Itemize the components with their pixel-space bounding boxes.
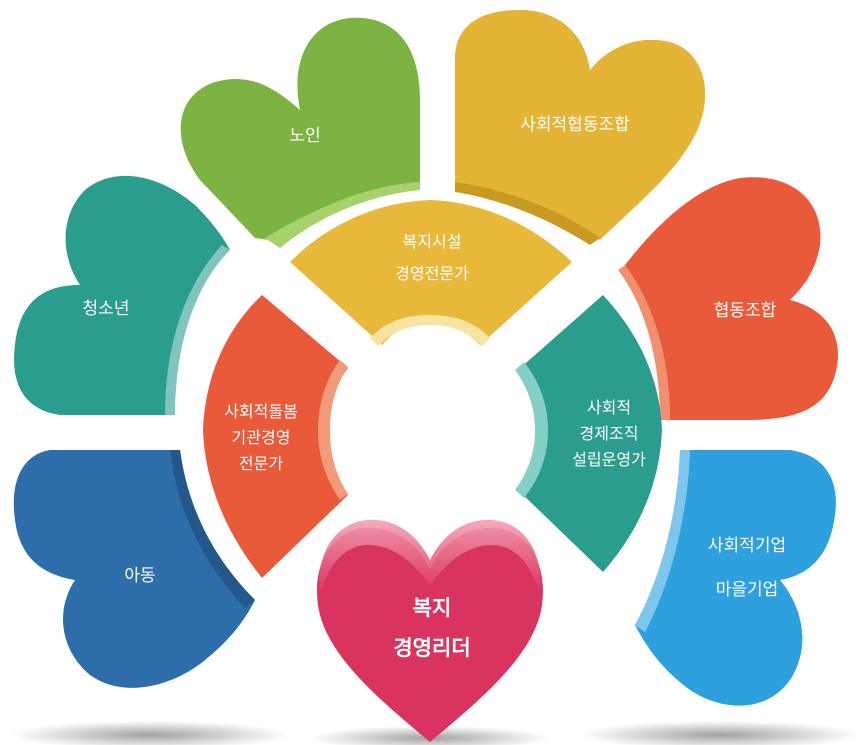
petal-label-elderly: 노인 (289, 126, 321, 146)
petal-label-social-enterprise: 사회적기업 마을기업 (708, 531, 786, 605)
ring-social-economy (515, 295, 662, 572)
petal-label-social-enterprise-line1: 사회적기업 (707, 536, 787, 556)
petal-elderly (180, 17, 420, 248)
center-label: 복지 경영리더 (393, 588, 470, 668)
petal-children (13, 450, 255, 688)
ring-label-social-economy-line2: 경제조직 (579, 424, 639, 443)
petal-label-social-enterprise-line2: 마을기업 (715, 580, 779, 600)
petal-social-coop (455, 10, 706, 245)
ring-label-social-care-line3: 전문가 (238, 454, 284, 473)
petal-label-youth: 청소년 (82, 299, 130, 319)
ring-label-social-economy: 사회적 경제조직 설립운영가 (572, 395, 646, 473)
center-label-line1: 복지 (412, 596, 452, 620)
center-heart (317, 519, 543, 742)
petal-label-social-coop: 사회적협동조합 (520, 115, 630, 135)
center-label-line2: 경영리더 (393, 636, 471, 660)
ring-label-social-care: 사회적돌봄 기관경영 전문가 (224, 399, 298, 477)
ring-label-social-care-line1: 사회적돌봄 (224, 402, 298, 421)
ring-label-welfare-facility-line2: 경영전문가 (395, 264, 469, 283)
ring-social-care (203, 295, 348, 578)
shadow-right (580, 721, 860, 745)
petal-youth (14, 175, 230, 415)
ring-welfare-facility (290, 200, 572, 346)
petal-label-children: 아동 (124, 566, 156, 586)
ring-label-social-economy-line1: 사회적 (586, 398, 632, 417)
petal-label-coop: 협동조합 (713, 301, 777, 321)
ring-label-social-care-line2: 기관경영 (231, 428, 291, 447)
ring-label-welfare-facility: 복지시설 경영전문가 (395, 226, 469, 290)
shadow-left (10, 721, 290, 745)
ring-label-social-economy-line3: 설립운영가 (572, 450, 646, 469)
ring-label-welfare-facility-line1: 복지시설 (402, 232, 462, 251)
petal-coop (618, 177, 838, 420)
petal-social-enterprise (635, 450, 836, 706)
